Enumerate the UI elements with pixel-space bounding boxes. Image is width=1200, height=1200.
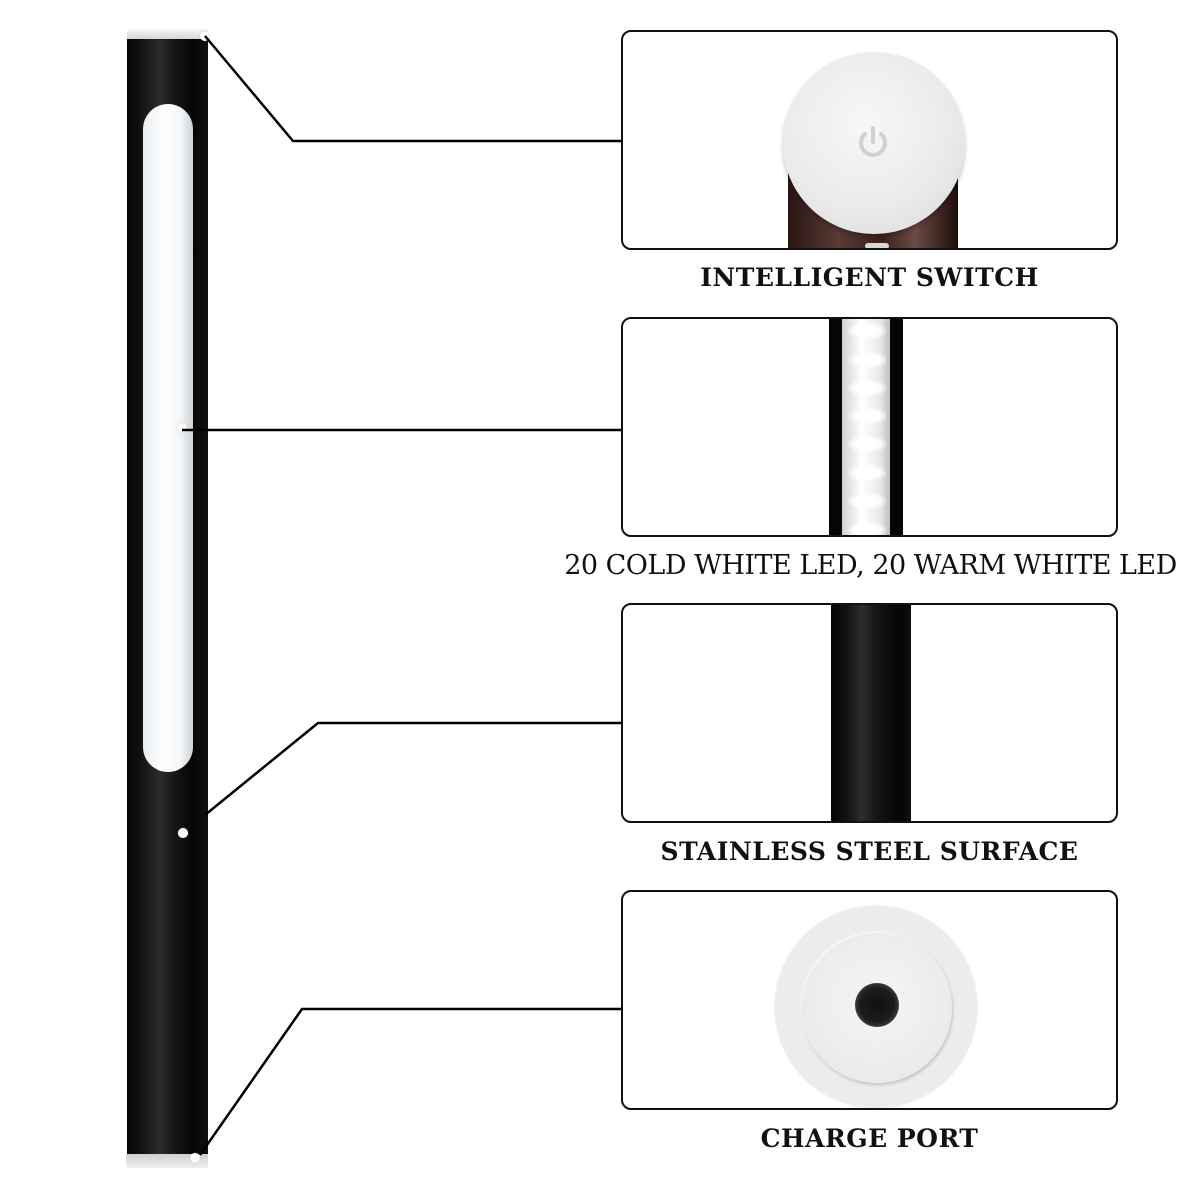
anchor-dot-led (177, 423, 187, 433)
panel-intelligent-switch (621, 30, 1118, 250)
caption-charge-port: CHARGE PORT (760, 1124, 979, 1153)
led-dot (847, 379, 887, 397)
steel-pipe (831, 605, 911, 821)
led-dot (847, 435, 887, 453)
lamp-top-cap (127, 29, 208, 39)
panel-charge-port (621, 890, 1118, 1110)
caption-intelligent-switch: INTELLIGENT SWITCH (700, 263, 1039, 292)
charge-port-icon (855, 983, 899, 1027)
led-dot (847, 521, 887, 535)
panel-led (621, 317, 1118, 537)
leader-line-surface (204, 721, 621, 816)
leader-line-charge (198, 1007, 621, 1156)
led-dot (847, 322, 887, 340)
led-dot (847, 464, 887, 482)
led-dot (847, 407, 887, 425)
lamp-bottom-cap (126, 1154, 208, 1168)
anchor-dot-charge (190, 1153, 200, 1163)
caption-led: 20 COLD WHITE LED, 20 WARM WHITE LED (564, 550, 1177, 581)
lamp-light-window (143, 104, 193, 772)
switch-slot (865, 243, 889, 248)
anchor-dot-surface (178, 828, 188, 838)
power-icon (859, 126, 887, 157)
anchor-dot-switch (200, 31, 210, 41)
led-dot (847, 492, 887, 510)
panel-stainless-steel (621, 603, 1118, 823)
leader-line-switch (204, 35, 621, 143)
led-dot (847, 351, 887, 369)
caption-stainless-steel: STAINLESS STEEL SURFACE (660, 837, 1079, 866)
